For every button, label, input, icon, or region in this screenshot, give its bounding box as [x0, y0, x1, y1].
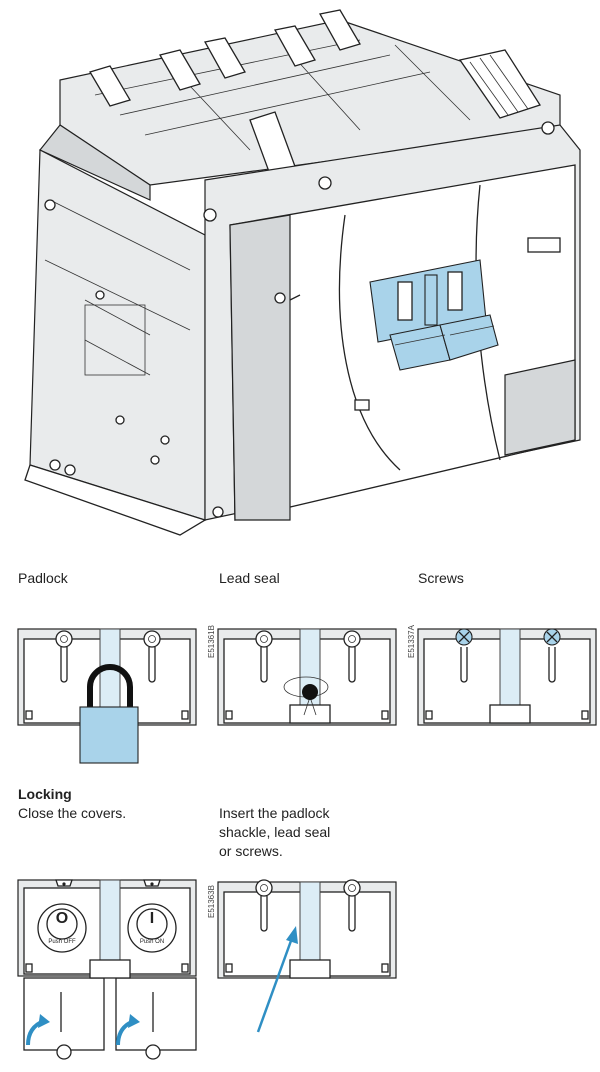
padlock-diagram — [17, 628, 197, 764]
push-on-symbol: I — [149, 910, 155, 927]
insert-figure-code: E51363B — [207, 885, 216, 918]
locking-title: Locking — [18, 786, 72, 802]
lead-seal-diagram — [217, 628, 397, 726]
screws-diagram — [417, 628, 597, 726]
circuit-breaker-illustration — [24, 9, 581, 536]
push-off-label: Push OFF — [48, 939, 76, 945]
insert-diagram — [217, 879, 397, 1033]
screws-figure-code: E51337A — [407, 625, 416, 658]
push-off-symbol: O — [55, 910, 69, 927]
padlock-body — [79, 706, 139, 764]
padlock-caption: Padlock — [18, 570, 68, 586]
insert-caption-line-3: or screws. — [219, 843, 283, 859]
lead-seal-figure-code: E51361B — [207, 625, 216, 658]
close-covers-caption: Close the covers. — [18, 805, 127, 821]
lead-seal-ball — [302, 684, 318, 700]
push-on-label: Push ON — [139, 939, 165, 945]
screws-caption: Screws — [418, 570, 464, 586]
close-covers-diagram — [17, 879, 197, 1060]
insert-caption-line-2: shackle, lead seal — [219, 824, 331, 840]
lead-seal-caption: Lead seal — [219, 570, 280, 586]
insert-caption-line-1: Insert the padlock — [219, 805, 330, 821]
